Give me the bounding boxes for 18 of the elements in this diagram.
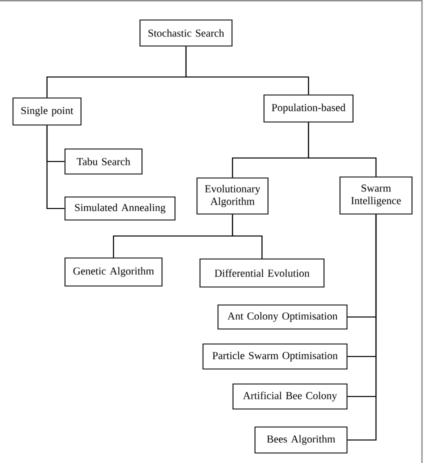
connector-line: [46, 126, 64, 210]
category-box: Differential Evolution: [199, 258, 325, 288]
connector-line: [232, 214, 263, 258]
category-box: Single point: [12, 97, 82, 126]
connector-line: [185, 46, 310, 94]
category-box: Tabu Search: [64, 148, 143, 175]
category-box: Ant Colony Optimisation: [217, 304, 348, 330]
category-box: Particle Swarm Optimisation: [202, 343, 348, 370]
category-box: Population-based: [263, 94, 354, 123]
category-box: Artificial Bee Colony: [232, 383, 348, 410]
connector-line: [308, 122, 377, 176]
connector-line: [348, 214, 377, 441]
category-box: Evolutionary Algorithm: [196, 177, 269, 215]
category-box: Stochastic Search: [139, 19, 233, 47]
category-box: Genetic Algorithm: [64, 257, 163, 287]
category-box: Simulated Annealing: [64, 196, 176, 221]
category-box: Swarm Intelligence: [339, 176, 413, 215]
category-box: Bees Algorithm: [254, 426, 348, 454]
